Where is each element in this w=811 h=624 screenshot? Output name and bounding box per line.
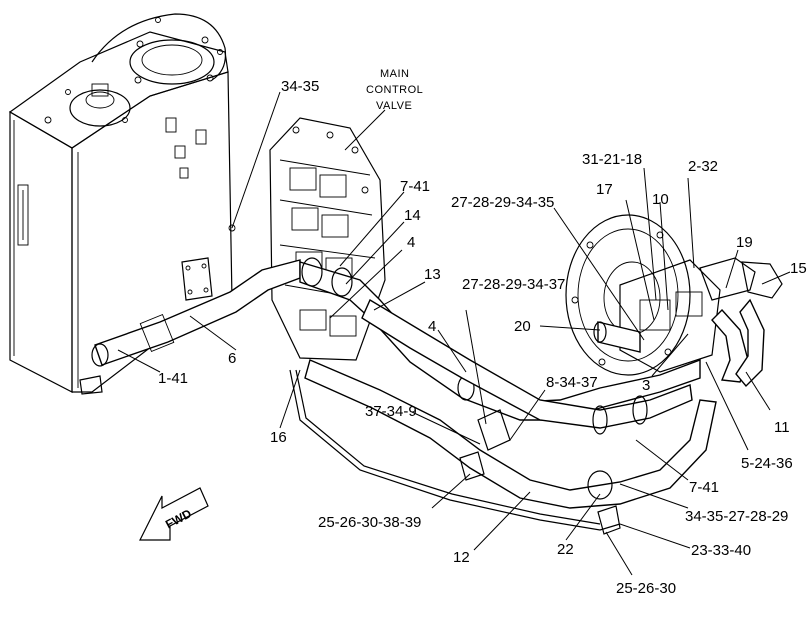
callout-4-lower: 4 bbox=[428, 318, 436, 335]
callout-34-35-top: 34-35 bbox=[281, 78, 319, 95]
callout-25-26-30: 25-26-30 bbox=[616, 580, 676, 597]
callout-12: 12 bbox=[453, 549, 470, 566]
leader-lines bbox=[117, 167, 791, 576]
callout-13: 13 bbox=[424, 266, 441, 283]
callout-6: 6 bbox=[228, 350, 236, 367]
callout-5-24-36: 5-24-36 bbox=[741, 455, 793, 472]
callout-15: 15 bbox=[790, 260, 807, 277]
callout-37-34-9: 37-34-9 bbox=[365, 403, 417, 420]
callout-11: 11 bbox=[774, 419, 790, 436]
callout-22: 22 bbox=[557, 541, 574, 558]
label-line-valve: VALVE bbox=[376, 100, 412, 112]
callout-23-33-40: 23-33-40 bbox=[691, 542, 751, 559]
callout-20: 20 bbox=[514, 318, 531, 335]
hose-lines bbox=[91, 257, 765, 535]
callout-14: 14 bbox=[404, 207, 421, 224]
callout-2-32: 2-32 bbox=[688, 158, 718, 175]
hydraulic-pump bbox=[565, 214, 783, 376]
fwd-label: FWD bbox=[163, 506, 194, 531]
callout-10: 10 bbox=[652, 191, 669, 208]
callout-27-28-29-34-35: 27-28-29-34-35 bbox=[451, 194, 554, 211]
callout-labels: 34-35 7-41 14 4 13 4 6 1-41 16 37-34-9 2… bbox=[158, 78, 807, 597]
callout-27-28-29-34-37: 27-28-29-34-37 bbox=[462, 276, 565, 293]
callout-4-upper: 4 bbox=[407, 234, 415, 251]
callout-7-41-top: 7-41 bbox=[400, 178, 430, 195]
callout-31-21-18: 31-21-18 bbox=[582, 151, 642, 168]
main-control-valve bbox=[269, 109, 386, 361]
forward-direction-arrow: FWD bbox=[139, 487, 209, 541]
label-line-control: CONTROL bbox=[366, 84, 423, 96]
callout-3: 3 bbox=[642, 377, 650, 394]
label-line-main: MAIN bbox=[380, 68, 410, 80]
callout-17: 17 bbox=[596, 181, 613, 198]
callout-34-35-27-28-29: 34-35-27-28-29 bbox=[685, 508, 788, 525]
callout-1-41: 1-41 bbox=[158, 370, 188, 387]
callout-16: 16 bbox=[270, 429, 287, 446]
callout-7-41-low: 7-41 bbox=[689, 479, 719, 496]
callout-25-26-30-38-39: 25-26-30-38-39 bbox=[318, 514, 421, 531]
callout-8-34-37: 8-34-37 bbox=[546, 374, 598, 391]
callout-19: 19 bbox=[736, 234, 753, 251]
main-control-valve-label: MAIN CONTROL VALVE bbox=[366, 68, 423, 112]
hydraulic-tank bbox=[8, 13, 281, 395]
